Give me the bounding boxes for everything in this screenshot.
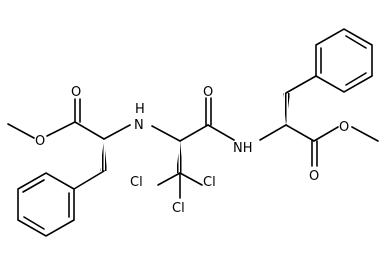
atom-label-cl-2: Cl	[203, 175, 216, 190]
bond-n-alpha-center	[151, 125, 181, 142]
atom-label-cl-3: Cl	[172, 201, 185, 216]
phenyl-ring-right	[315, 28, 373, 93]
atom-label-cl-1: Cl	[130, 175, 143, 190]
bond-methyl-ester-o-left	[7, 123, 35, 139]
bond-alpha-n-left	[103, 124, 131, 140]
bond-ccl3-cl2	[179, 172, 203, 186]
atom-label-o-carbonyl-left: O	[71, 85, 81, 100]
bond-carbonyl-ester-o-right	[313, 126, 339, 142]
bond-ch2-phenyl-right	[285, 75, 317, 94]
bond-amide-nh	[207, 124, 235, 141]
hashed-wedge-left	[100, 139, 107, 171]
phenyl-right-inner-2	[345, 35, 367, 49]
bond-nh-alpha-right	[259, 124, 287, 141]
bond-ester-o-carbonyl-left	[46, 121, 76, 137]
atom-label-nh-right: NH	[233, 141, 253, 156]
phenyl-ring-left	[17, 172, 75, 237]
phenyl-left-inner-2	[23, 216, 45, 230]
atom-label-n-left: N	[134, 118, 144, 133]
bond-alpha-carbonyl-right	[285, 124, 315, 142]
hashed-wedge-right	[283, 93, 290, 125]
bond-alpha-amide-c	[179, 124, 209, 142]
atom-label-o-ester-left: O	[35, 134, 45, 149]
bond-ccl3-cl1	[157, 172, 181, 186]
phenyl-left-inner-3	[22, 179, 45, 193]
atom-label-o-carbonyl-right: O	[309, 169, 319, 184]
bond-ch2-phenyl-left	[73, 170, 105, 190]
atom-label-o-amide: O	[203, 85, 213, 100]
phenyl-right-inner-3	[345, 72, 367, 86]
bond-ester-o-methyl-right	[351, 126, 379, 142]
atom-label-o-ester-right: O	[339, 120, 349, 135]
hashed-wedge-center	[176, 141, 183, 173]
atom-label-h-left: H	[135, 102, 145, 117]
bond-carbonyl-alpha-left	[74, 121, 105, 140]
